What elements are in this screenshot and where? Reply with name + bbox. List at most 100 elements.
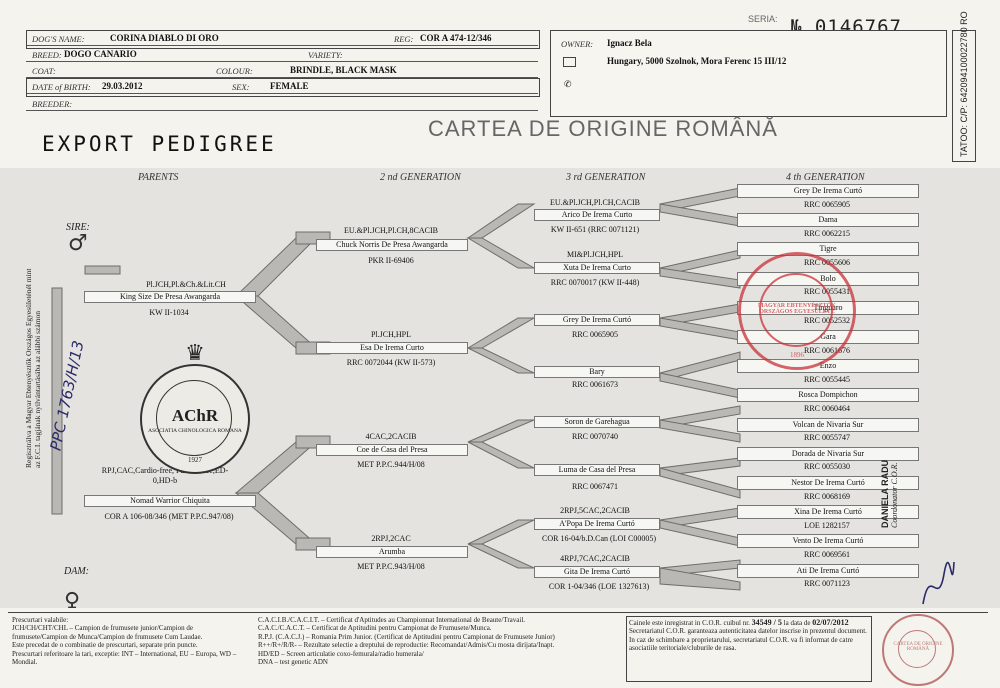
registration-box: Cainele este inregistrat in C.O.R. cuibu… <box>626 616 872 682</box>
dam-name: Nomad Warrior Chiquita <box>84 495 256 507</box>
g2-1-titles: EU.&Pl.JCH,Pl.CH,8CACIB <box>343 226 439 235</box>
g4-ancestor-reg: RRC 0065905 <box>803 199 850 209</box>
g3-7-titles: 2RPJ,5CAC,2CACIB <box>560 506 630 515</box>
hungarian-stamp: MAGYAR EBTENYÉSZTŐK ORSZÁGOS EGYESÜLETE … <box>738 252 856 370</box>
breeder-label: BREEDER: <box>32 99 73 109</box>
g3-3-reg: RRC 0065905 <box>571 330 618 339</box>
footer-line: HD/ED – Screen articulatie coxo-femurala… <box>258 649 424 658</box>
g2-1-name: Chuck Norris De Presa Awangarda <box>316 239 468 251</box>
footer-line: Prescurtari referitoare la tari, excepti… <box>12 649 237 667</box>
g3-7-reg: COR 16-04/b.D.Can (LOI C00005) <box>542 534 656 543</box>
dam-titles: RPJ,CAC,Cardio-free, Patella-free,ED-0,H… <box>101 466 229 485</box>
gen-2-header: 2 nd GENERATION <box>380 172 461 183</box>
footer-stamp-text: CARTEA DE ORIGINE ROMÂNĂ <box>893 642 943 652</box>
dog-info-box: DOG'S NAME: CORINA DIABLO DI ORO REG: CO… <box>26 30 540 115</box>
g4-ancestor-name: Dama <box>737 213 919 228</box>
g3-1-titles: EU.&Pl.JCH,Pl.CH,CACIB <box>549 198 641 207</box>
g4-ancestor-name: Xina De Irema Curtó <box>737 505 919 520</box>
gen-parents-header: PARENTS <box>138 172 179 183</box>
g4-ancestor-reg: RRC 0055030 <box>803 462 850 472</box>
g3-2-reg: RRC 0070017 (KW II-448) <box>550 278 640 287</box>
dob-label: DATE of BIRTH: <box>32 82 91 92</box>
reg-number: COR A 474-12/346 <box>420 33 492 43</box>
reg-cuib-number: 34549 / 5 <box>751 618 782 627</box>
seal-ring-text: ASOCIATIA CHINOLOGICA ROMANA <box>148 428 242 434</box>
colour: BRINDLE, BLACK MASK <box>290 65 397 75</box>
g4-ancestor-name: Rosca Dompichon <box>737 388 919 403</box>
g4-ancestor-reg: RRC 0055445 <box>803 374 850 384</box>
g2-2-titles: Pl.JCH,HPL <box>370 330 411 339</box>
footer-line: R.P.J. (C.A.C.J.) – Romania Prim Junior.… <box>258 632 555 641</box>
mail-icon <box>563 57 576 67</box>
dog-name: CORINA DIABLO DI ORO <box>110 33 219 43</box>
g2-3-name: Coe de Casa del Presa <box>316 444 468 456</box>
sex-label: SEX: <box>232 82 250 92</box>
signature-scribble <box>922 561 955 605</box>
g4-ancestor-reg: RRC 0068169 <box>803 491 850 501</box>
g3-4-name: Bary <box>534 366 660 378</box>
g3-1-reg: KW II-651 (RRC 0071121) <box>550 225 640 234</box>
g3-2-name: Xuta De Irema Curto <box>534 262 660 274</box>
g3-8-name: Gita De Irema Curtó <box>534 566 660 578</box>
tattoo-value: C/P: 642094100022780 RO <box>959 11 969 123</box>
colour-label: COLOUR: <box>216 66 253 76</box>
owner-name: Ignacz Bela <box>607 38 652 48</box>
dam-label: DAM: <box>64 566 89 577</box>
reg-prefix: Cainele este inregistrat in C.O.R. cuibu… <box>629 619 750 627</box>
g4-ancestor-reg: LOE 1282157 <box>804 520 850 530</box>
g3-3-name: Grey De Irema Curtó <box>534 314 660 326</box>
g4-ancestor-reg: RRC 0060464 <box>803 404 850 413</box>
sire-label: SIRE: <box>66 222 90 233</box>
dog-name-label: DOG'S NAME: <box>32 34 85 44</box>
g4-ancestor-reg: RRC 0069561 <box>803 550 850 559</box>
pedigree-tree: ♂ ♀ PARENTS 2 nd GENERATION 3 rd GENERAT… <box>0 168 1000 608</box>
footer-line: C.A.C.I.B./C.A.C.I.T. – Certificat d'Apt… <box>258 616 526 624</box>
footer: Prescurtari valabile: JCH/CH/CHT/CHL – C… <box>8 612 993 686</box>
owner-address: Hungary, 5000 Szolnok, Mora Ferenc 15 II… <box>607 56 787 66</box>
g4-ancestor-name: Grey De Irema Curtó <box>737 184 919 198</box>
gen-3-header: 3 rd GENERATION <box>566 172 646 183</box>
signature-role: Coordonator C.O.R. <box>890 462 899 529</box>
g2-4-name: Arumba <box>316 546 468 558</box>
footer-certificates: C.A.C.I.B./C.A.C.I.T. – Certificat d'Apt… <box>258 616 620 666</box>
svg-text:♂: ♂ <box>68 231 88 256</box>
footer-line: C.A.C./C.A.C.T. – Certificat de Aptitudi… <box>258 624 492 633</box>
g3-8-reg: COR 1-04/346 (LOE 1327613) <box>548 582 650 591</box>
footer-line: DNA – test genetic ADN <box>258 658 328 667</box>
footer-abbreviations: Prescurtari valabile: JCH/CH/CHT/CHL – C… <box>12 616 250 666</box>
reg-de: de <box>803 619 811 627</box>
footer-line: Prescurtari valabile: <box>12 616 69 624</box>
seria-label: SERIA: <box>748 14 778 24</box>
tattoo-label: TATOO: <box>959 124 969 157</box>
svg-text:♀: ♀ <box>64 589 80 608</box>
sire-reg: KW II-1034 <box>149 308 189 317</box>
seal-year: 1927 <box>188 456 202 464</box>
g4-ancestor-name: Dorada de Nivaria Sur <box>737 446 919 461</box>
crown-icon: ♛ <box>185 340 205 365</box>
breed-label: BREED: <box>32 50 62 60</box>
g3-2-titles: MI&Pl.JCH,HPL <box>566 250 623 259</box>
cartea-de-origine-title: CARTEA DE ORIGINE ROMÂNĂ <box>428 116 778 141</box>
g4-ancestor-reg: RRC 0071123 <box>804 579 850 589</box>
g3-4-reg: RRC 0061673 <box>571 380 618 389</box>
g4-ancestor-name: Nestor De Irema Curtó <box>737 476 919 490</box>
owner-label: OWNER: <box>561 39 594 49</box>
g3-6-reg: RRC 0067471 <box>571 482 618 491</box>
dam-reg: COR A 106-08/346 (MET P.P.C.947/08) <box>104 512 234 521</box>
red-stamp-year: 1896 <box>790 351 804 359</box>
g4-ancestor-name: Ati De Irema Curtó <box>737 563 919 578</box>
sex: FEMALE <box>270 81 309 91</box>
footer-line: R++/R+/R/R- – Rezultate selectie a drept… <box>258 641 555 650</box>
g3-7-name: A'Popa De Irema Curtó <box>534 518 660 530</box>
phone-icon: ✆ <box>564 79 572 89</box>
signature-name: DANIELA RADU <box>880 459 890 528</box>
variety-label: VARIETY: <box>308 50 343 60</box>
sire-titles: Pl.JCH,Pl.&Ch.&Lit.CH <box>146 280 226 289</box>
g3-5-reg: RRC 0070740 <box>571 432 618 441</box>
reg-date: 02/07/2012 <box>812 618 849 627</box>
g2-4-titles: 2RPJ,2CAC <box>371 534 411 543</box>
g4-ancestor-name: Volcan de Nivaria Sur <box>737 417 919 432</box>
g4-ancestor-name: Vento De Irema Curtó <box>737 534 919 549</box>
g3-5-name: Soron de Garehagua <box>534 416 660 428</box>
footer-line: Este precedat de o combinatie de prescur… <box>12 641 198 650</box>
